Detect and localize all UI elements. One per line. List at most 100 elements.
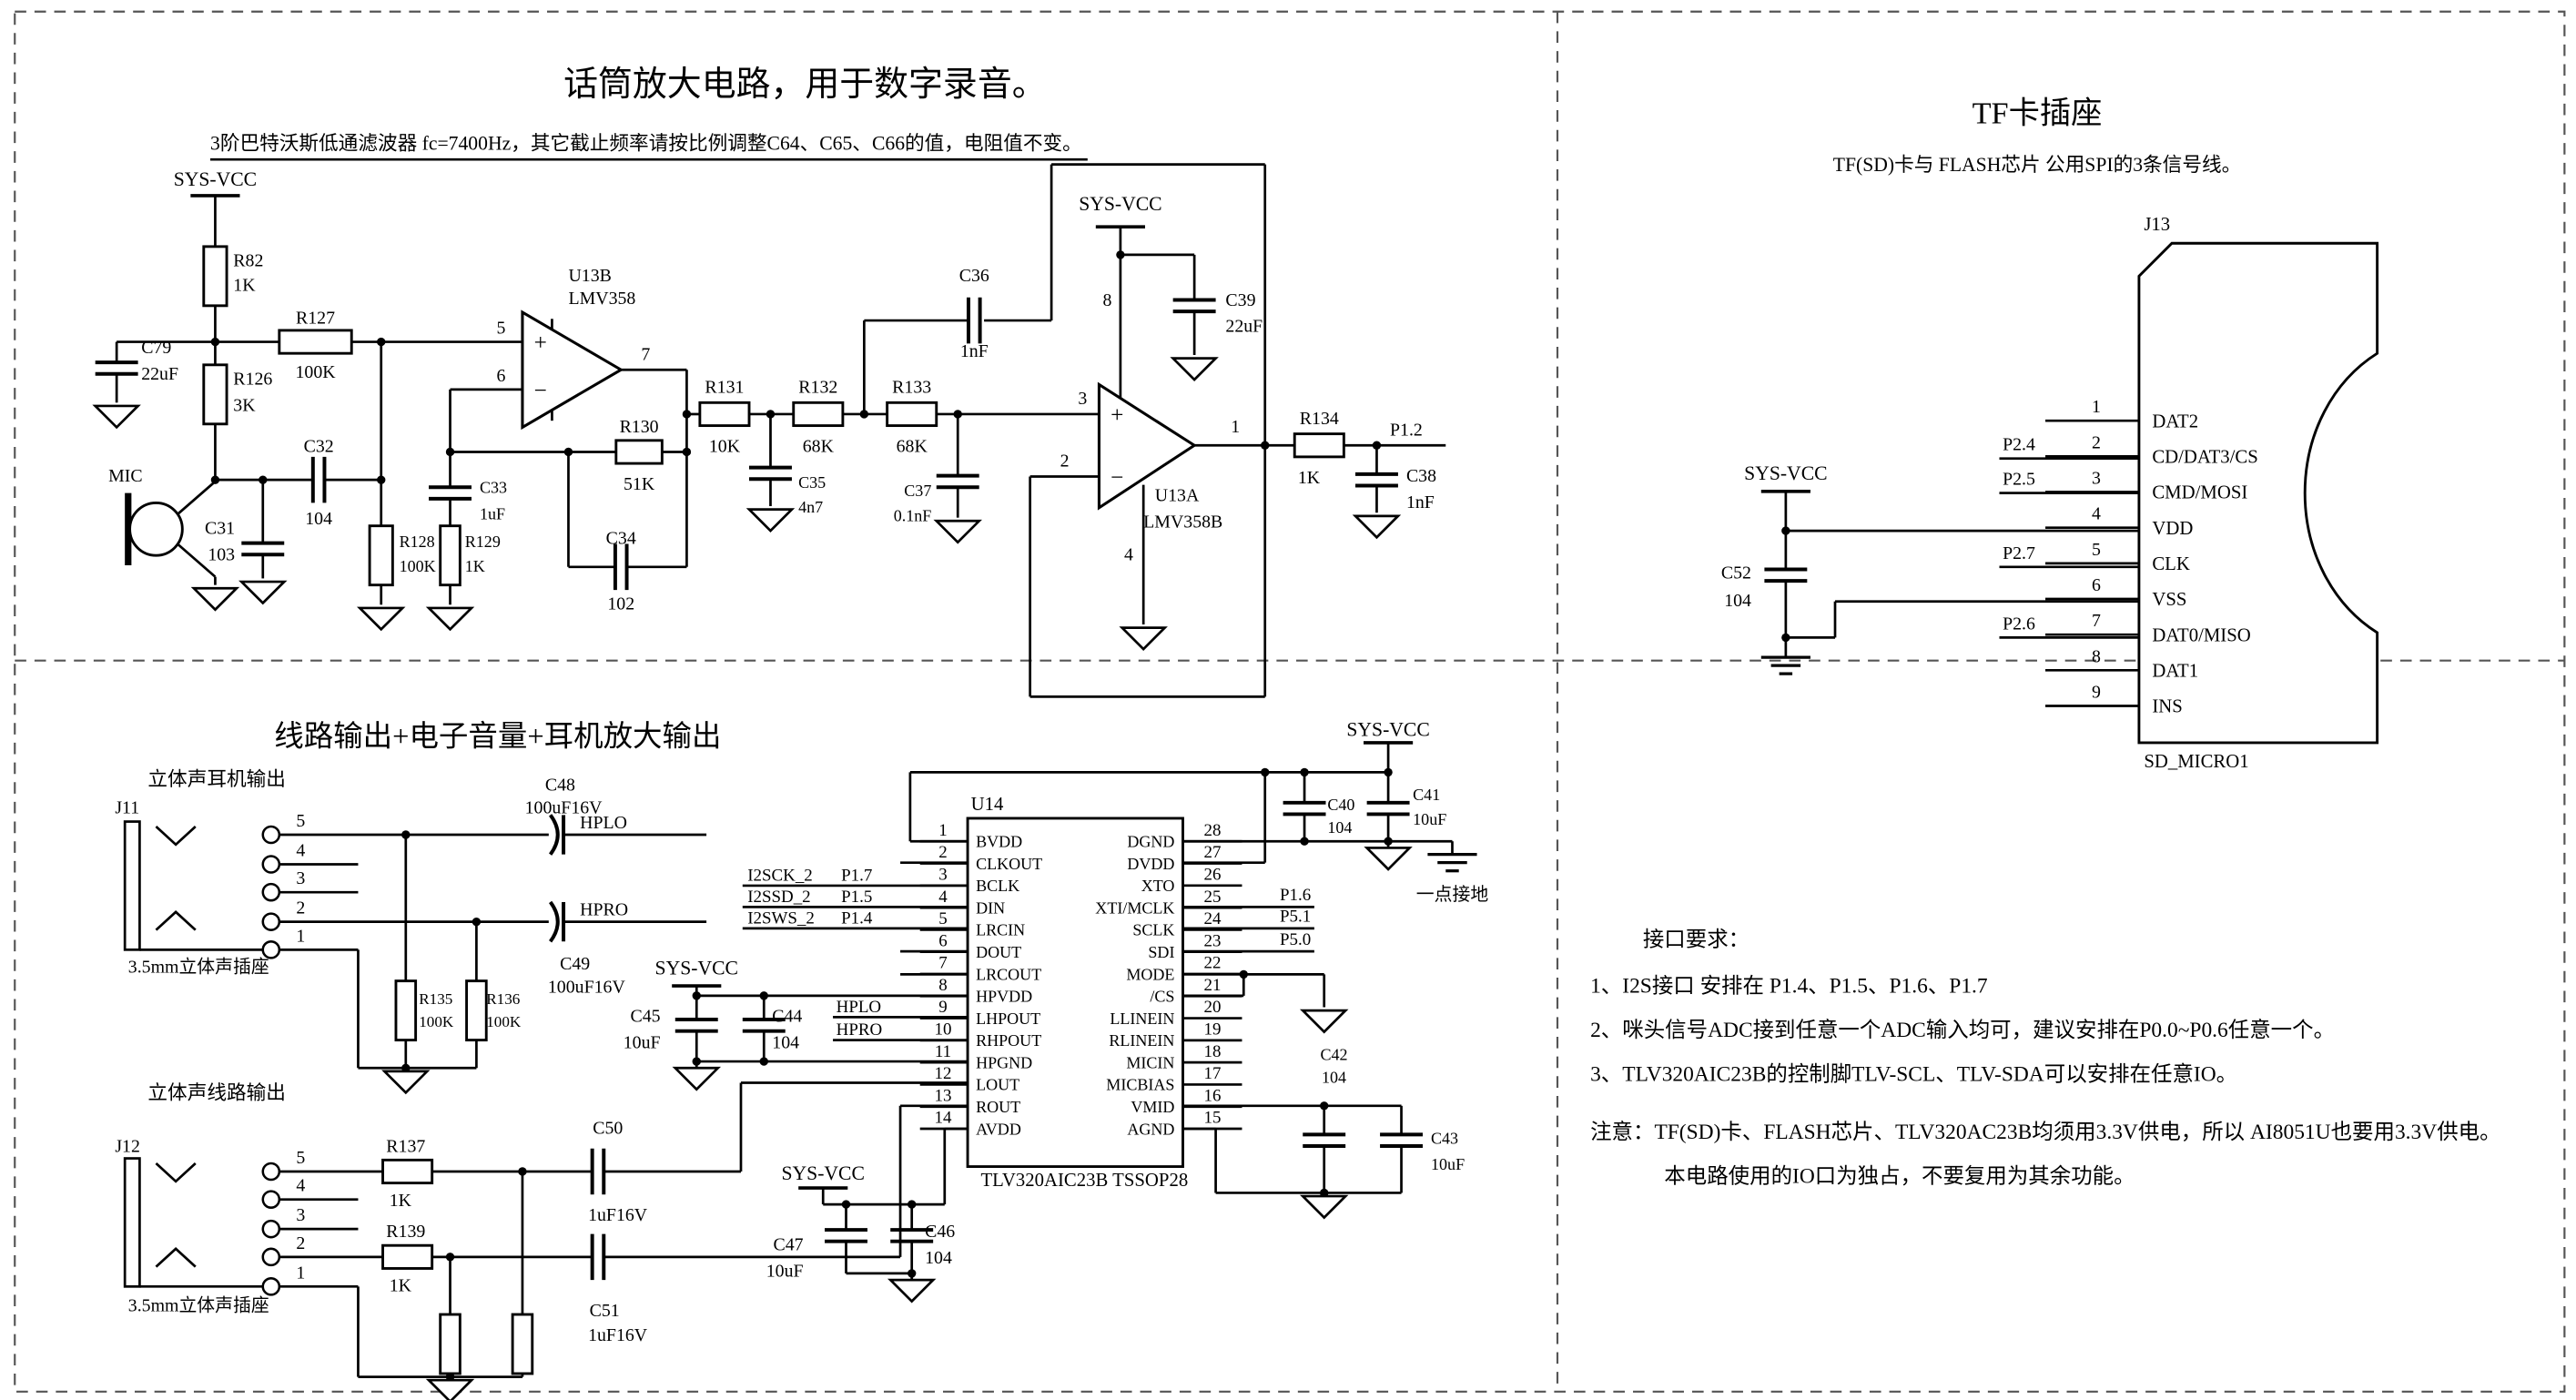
jack-J12-body: [123, 1157, 141, 1288]
u14-pin-number: 22: [1204, 954, 1222, 973]
ground-symbol: [425, 1378, 475, 1400]
label-2: 2: [1060, 451, 1070, 472]
junction-dot: [1300, 767, 1309, 777]
u14-pin-ROUT: ROUT: [976, 1098, 1020, 1116]
label-C36: C36: [959, 266, 989, 286]
junction-dot: [1384, 837, 1393, 846]
label-100uF16V: 100uF16V: [525, 798, 603, 818]
junction-dot: [563, 447, 573, 457]
label-C44: C44: [772, 1007, 802, 1027]
junction-dot: [1261, 767, 1270, 777]
mic-label: MIC: [108, 466, 143, 486]
opamp-U13B-plus-input: +: [534, 330, 547, 356]
u14-pin-LOUT: LOUT: [976, 1076, 1019, 1094]
junction-dot: [859, 410, 869, 419]
label-R130: R130: [620, 417, 659, 437]
ground-symbol: [933, 519, 982, 544]
ground-symbol: [1364, 847, 1413, 871]
j13-pin-number: 7: [2092, 611, 2101, 631]
resistor-R133: [886, 401, 938, 428]
j13-pin-number: 9: [2092, 682, 2101, 702]
label-C33: C33: [480, 479, 507, 497]
label-102: 102: [607, 594, 634, 614]
wire: [177, 543, 217, 578]
label-C35: C35: [798, 473, 826, 492]
ground-symbol: [672, 1066, 721, 1091]
junction-dot: [766, 410, 776, 419]
u14-pin-DOUT: DOUT: [976, 943, 1021, 961]
label-1K: 1K: [390, 1276, 412, 1296]
u14-pin-XTIMCLK: XTI/MCLK: [1095, 898, 1174, 917]
j13-pin-CMD-MOSI: CMD/MOSI: [2152, 483, 2247, 503]
tf-connector-body: [2137, 241, 2379, 745]
jack-J12-pin-circle: [261, 1190, 281, 1209]
label-104: 104: [1724, 591, 1751, 611]
label-100K: 100K: [400, 557, 436, 575]
label-100uF16V: 100uF16V: [548, 977, 626, 997]
jack-J11-pin-circle: [261, 882, 281, 902]
label-1nF: 1nF: [1406, 492, 1435, 512]
u14-pin-SCLK: SCLK: [1132, 921, 1174, 939]
jack-J11-pin-number: 2: [296, 898, 305, 918]
junction-dot: [759, 991, 768, 1000]
net-i2sws-2: I2SWS_2: [747, 908, 815, 928]
junction-dot: [210, 475, 220, 484]
label-R134: R134: [1300, 409, 1339, 429]
junction-dot: [1384, 767, 1393, 777]
j13-pin-number: 8: [2092, 646, 2101, 666]
label-1nF: 1nF: [960, 341, 989, 361]
j13-pin-CLK: CLK: [2152, 554, 2190, 574]
ground-symbol: [425, 606, 475, 632]
label-C40: C40: [1327, 796, 1354, 814]
net-p1-4: P1.4: [841, 908, 873, 928]
u14-pin-number: 28: [1204, 821, 1222, 840]
label-R131: R131: [705, 377, 744, 397]
junction-dot: [518, 1167, 527, 1176]
net-p5-0: P5.0: [1280, 930, 1311, 949]
j13-pin-VDD: VDD: [2152, 519, 2193, 539]
resistor-R132: [792, 401, 845, 428]
ground-symbol: [238, 580, 288, 605]
label-100K: 100K: [419, 1013, 454, 1030]
ground-symbol: [887, 1278, 937, 1304]
resistor-R137: [381, 1158, 434, 1185]
label-4n7: 4n7: [798, 498, 823, 516]
label-103: 103: [208, 545, 235, 565]
u13a-ref: U13A: [1155, 486, 1200, 506]
j13-pin-number: 1: [2092, 397, 2101, 417]
label-10uF: 10uF: [624, 1033, 661, 1053]
u14-pin-MODE: MODE: [1126, 965, 1174, 983]
opamp-U13A: [1097, 381, 1197, 511]
label-C39: C39: [1225, 290, 1255, 310]
u14-pin-RHPOUT: RHPOUT: [976, 1031, 1041, 1050]
label-68K: 68K: [897, 436, 928, 456]
note-warning-1: 注意：TF(SD)卡、FLASH芯片、TLV320AC23B均须用3.3V供电，…: [1590, 1120, 2500, 1144]
label-10uF: 10uF: [766, 1262, 804, 1282]
u14-pin-LRCOUT: LRCOUT: [976, 965, 1041, 983]
u14-pin-number: 23: [1204, 931, 1222, 950]
label-5: 5: [497, 319, 506, 339]
junction-dot: [692, 1057, 701, 1066]
label-3K: 3K: [233, 395, 256, 415]
u14-pin-number: 3: [938, 865, 947, 884]
u14-pin-RLINEIN: RLINEIN: [1109, 1031, 1174, 1050]
resistor-R139: [381, 1243, 434, 1270]
u14-pin-LRCIN: LRCIN: [976, 921, 1025, 939]
label-C49: C49: [560, 954, 590, 974]
note-warning-2: 本电路使用的IO口为独占，不要复用为其余功能。: [1664, 1164, 2135, 1189]
jack-J12-pin-circle: [261, 1247, 281, 1267]
label-100K: 100K: [295, 362, 336, 382]
u14-pin-number: 14: [935, 1109, 952, 1128]
wire: [155, 1246, 197, 1268]
j13-pin-VSS: VSS: [2152, 590, 2186, 610]
label-22uF: 22uF: [141, 364, 178, 384]
junction-dot: [1781, 633, 1790, 643]
wire: [177, 480, 217, 516]
resistor-R82: [202, 245, 228, 308]
junction-dot: [445, 1253, 455, 1262]
u13b-ref: U13B: [568, 266, 611, 286]
u14-ref: U14: [971, 795, 1004, 815]
junction-dot: [1320, 1101, 1329, 1111]
